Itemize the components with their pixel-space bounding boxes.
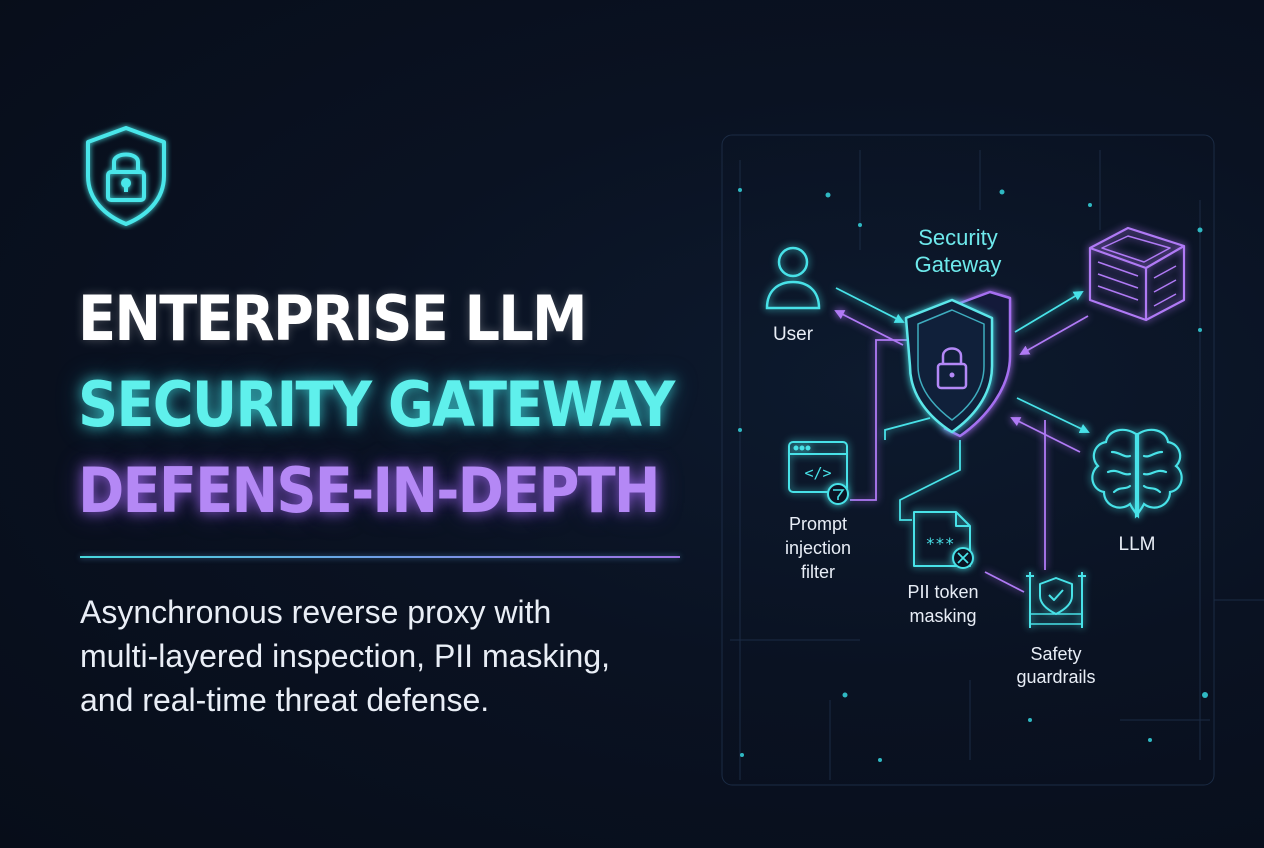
server-cube-icon xyxy=(1088,226,1186,322)
gateway-shield-icon xyxy=(904,290,1012,438)
subtitle: Asynchronous reverse proxy with multi-la… xyxy=(80,590,720,722)
guardrails-label-line-1: Safety xyxy=(1030,644,1081,664)
subtitle-line-3: and real-time threat defense. xyxy=(80,682,490,718)
llm-to-gateway-arrow xyxy=(1010,417,1081,453)
shield-lock-icon xyxy=(86,126,166,226)
pii-label-line-2: masking xyxy=(909,606,976,626)
gateway-label-line-2: Gateway xyxy=(915,252,1002,277)
prompt-icon-glyph: </> xyxy=(804,464,831,482)
prompt-filter-label-line-1: Prompt xyxy=(789,514,847,534)
subtitle-line-2: multi-layered inspection, PII masking, xyxy=(80,638,610,674)
pii-icon-glyph: *** xyxy=(926,534,955,553)
pii-to-guardrails-line xyxy=(984,571,1025,593)
circuit-background xyxy=(721,134,1264,786)
subtitle-line-1: Asynchronous reverse proxy with xyxy=(80,594,552,630)
gateway-to-pii-line xyxy=(899,440,961,521)
pii-label-line-1: PII token xyxy=(907,582,978,602)
brain-icon xyxy=(1091,428,1183,519)
prompt-filter-loop-line xyxy=(850,339,908,501)
user-label: User xyxy=(773,324,814,345)
document-mask-icon xyxy=(913,511,974,569)
gateway-to-server-arrow xyxy=(1014,290,1084,333)
llm-label: LLM xyxy=(1119,534,1156,555)
server-to-gateway-arrow xyxy=(1019,315,1089,355)
prompt-filter-label-line-3: filter xyxy=(801,562,835,582)
title-line-3: DEFENSE-IN-DEPTH xyxy=(78,454,661,527)
divider xyxy=(80,556,680,558)
prompt-filter-label-line-2: injection xyxy=(785,538,851,558)
gateway-to-user-arrow xyxy=(834,310,904,346)
gateway-to-prompt-filter-line xyxy=(884,417,931,440)
shield-check-rails-icon xyxy=(1026,572,1086,628)
user-icon xyxy=(765,246,821,310)
gateway-to-llm-arrow xyxy=(1016,397,1090,434)
title-line-2: SECURITY GATEWAY xyxy=(78,368,675,441)
code-window-filter-icon xyxy=(788,441,849,505)
gateway-label-line-1: Security xyxy=(918,225,997,250)
title-line-1: ENTERPRISE LLM xyxy=(78,282,588,355)
user-to-gateway-arrow xyxy=(835,287,905,323)
circuit-dots xyxy=(738,188,1208,762)
guardrails-label-line-2: guardrails xyxy=(1016,667,1095,687)
